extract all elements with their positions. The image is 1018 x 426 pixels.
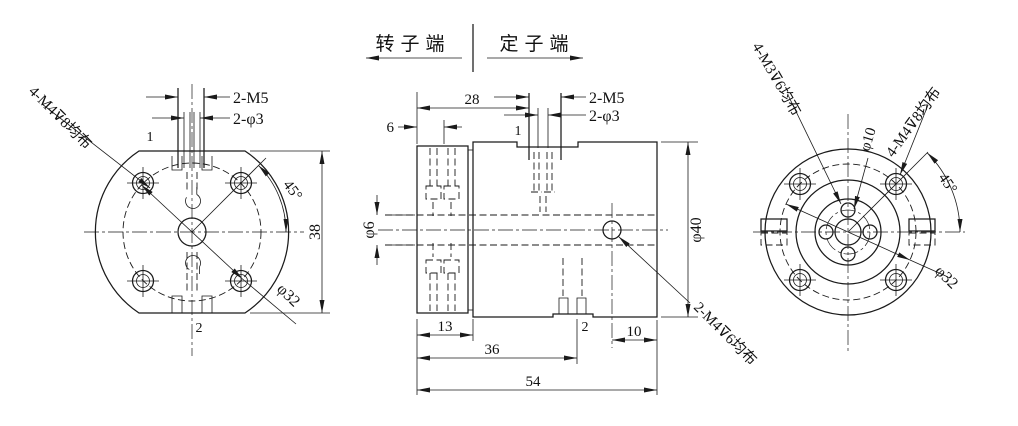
wire-hook-top (185, 194, 201, 209)
dim-2-phi3: 2-φ3 (233, 111, 264, 128)
front-view-rotor-flange: 2-M5 2-φ3 1 2 4-M4⊽8均布 45° φ32 38 (25, 83, 330, 356)
dim-phi32: φ32 (273, 281, 303, 311)
callout-2-m4: 2-M4⊽6均布 (690, 299, 760, 369)
rotor-end-label: 转子端 (375, 33, 450, 55)
dim-2-m5: 2-M5 (233, 90, 269, 107)
pattern-dia-leader (853, 157, 869, 210)
top-wire-slot (171, 88, 213, 190)
flange-holes-top (425, 148, 460, 216)
dim-28: 28 (465, 92, 480, 108)
side-view-stator-flange: 45° φ32 4-M3⊽6均布 φ10 4-M4⊽8均布 (749, 40, 965, 352)
callout-4-m4: 4-M4⊽8均布 (25, 83, 95, 153)
view-orientation-header: 转子端 定子端 (366, 24, 583, 72)
dim-6: 6 (387, 120, 395, 136)
dim-2-phi3-section: 2-φ3 (589, 108, 620, 125)
dim-10: 10 (627, 324, 642, 340)
bolt-circle (122, 162, 262, 302)
dim-phi32-right: φ32 (931, 263, 961, 293)
radial-hole-leader (618, 236, 691, 304)
dim-phi40: φ40 (688, 217, 705, 242)
stator-bottom-slot (558, 258, 587, 314)
bolt-pattern-leader (41, 103, 151, 189)
wire-marker-1-section: 1 (515, 124, 522, 139)
angle-ref-line-right (847, 151, 929, 233)
dim-36: 36 (485, 342, 501, 358)
inner-pattern-leader (787, 94, 842, 205)
dim-phi10: φ10 (858, 126, 880, 153)
callout-4-m3: 4-M3⊽6均布 (749, 40, 805, 119)
dim-13: 13 (438, 319, 453, 335)
dim-54: 54 (526, 374, 542, 390)
angle-ref-line (191, 157, 267, 233)
rotor-flange-outline (416, 145, 469, 314)
outer-pattern-leader (899, 104, 929, 176)
section-view-body: 2-M5 2-φ3 1 2 28 6 φ6 φ40 2-M4⊽6均布 (361, 90, 760, 395)
wire-marker-1: 1 (147, 130, 154, 145)
dim-38: 38 (307, 224, 324, 240)
dim-phi6: φ6 (361, 221, 378, 238)
stator-end-label: 定子端 (499, 33, 574, 55)
stator-body-outline (472, 141, 658, 318)
dim-45deg-right: 45° (935, 171, 960, 197)
wire-hook-bottom (185, 255, 201, 270)
callout-4-m4-right: 4-M4⊽8均布 (882, 84, 944, 160)
flange-holes-bottom (425, 243, 460, 311)
dim-2-m5-section: 2-M5 (589, 90, 625, 107)
stator-top-slot (528, 93, 562, 212)
wire-marker-2: 2 (196, 321, 203, 336)
wire-marker-2-section: 2 (582, 320, 589, 335)
